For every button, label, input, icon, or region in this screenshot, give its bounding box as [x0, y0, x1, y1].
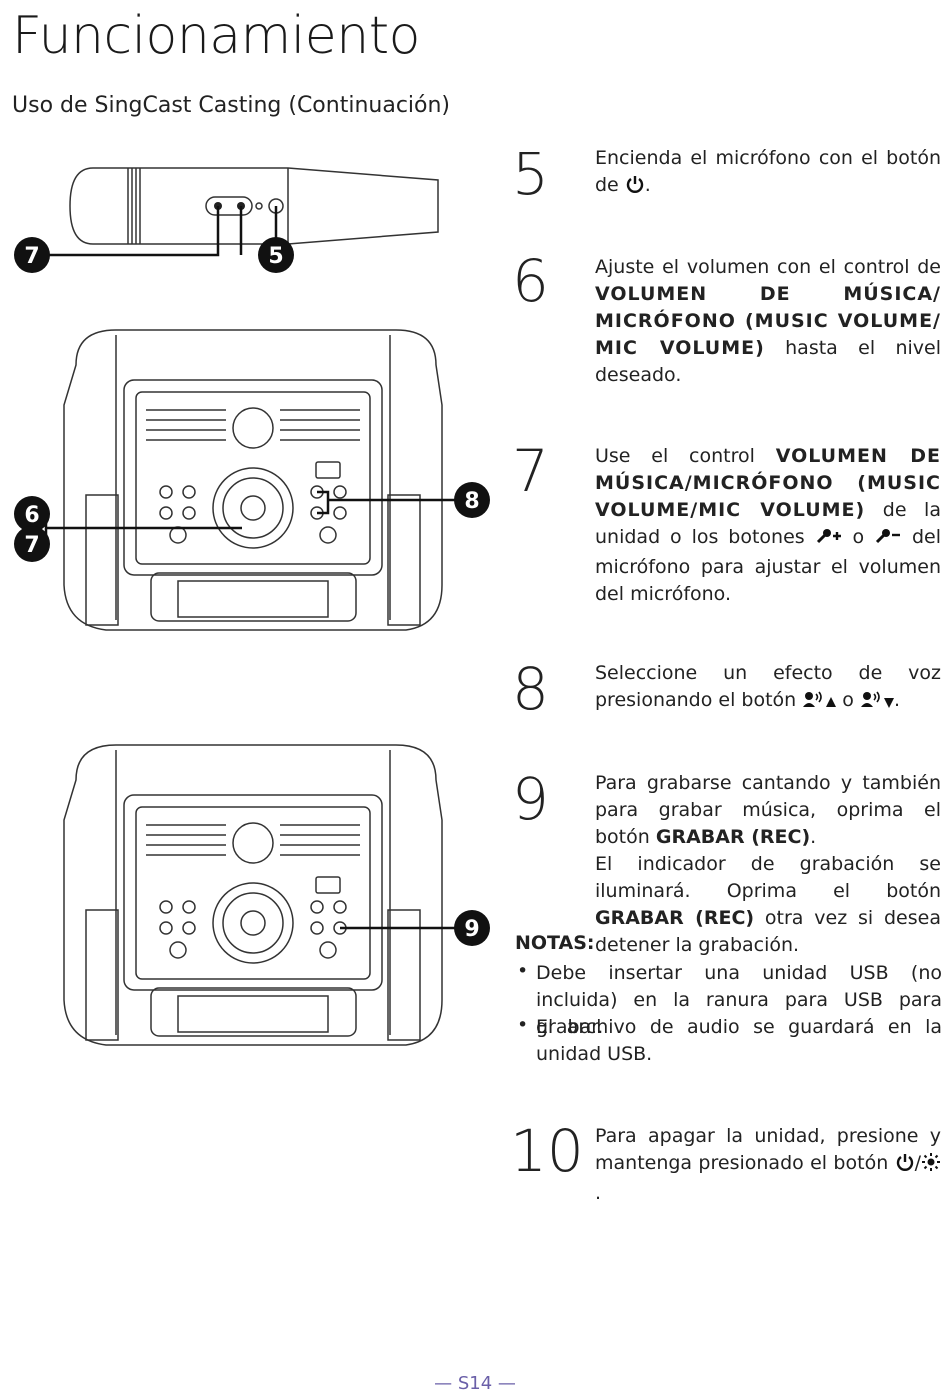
- callout-8: 8: [464, 489, 479, 514]
- callout-6: 6: [24, 503, 39, 528]
- step-number-7: 7: [512, 437, 549, 505]
- note-item-1: Debe insertar una unidad USB (no incluid…: [536, 962, 942, 1038]
- step-number-5: 5: [512, 140, 549, 208]
- page-number: — S14 —: [434, 1373, 516, 1394]
- section-subtitle: Uso de SingCast Casting (Continuación): [12, 93, 451, 118]
- mic-volume-down-icon: [874, 527, 902, 554]
- step-number-9: 9: [512, 765, 549, 833]
- notes-heading: NOTAS:: [515, 932, 595, 954]
- step-number-10: 10: [510, 1117, 584, 1185]
- power-icon: [895, 1152, 915, 1180]
- note-bullet: •: [517, 1014, 529, 1036]
- step-number-8: 8: [512, 655, 549, 723]
- light-icon: [921, 1152, 941, 1180]
- callout-7-unit: 7: [24, 533, 39, 558]
- unit-illustration-top: 6 7 8: [14, 329, 490, 631]
- power-icon: [625, 174, 645, 202]
- callout-9: 9: [464, 917, 479, 942]
- callout-5: 5: [268, 244, 283, 269]
- note-bullet: •: [517, 960, 529, 982]
- page-title: Funcionamiento: [12, 6, 420, 66]
- callout-marker: [14, 237, 50, 273]
- callout-marker: [258, 237, 294, 273]
- step-9-text: Para grabarse cantando y también para gr…: [595, 772, 941, 956]
- step-5-text: Encienda el micrófono con el botón de .: [595, 145, 941, 202]
- step-7-text: Use el control VOLUMEN DE MÚSICA/MICRÓFO…: [595, 445, 941, 605]
- step-8-text: Seleccione un efecto de voz presionando …: [595, 660, 941, 717]
- microphone-illustration: 7 5: [14, 167, 439, 273]
- callout-7: 7: [24, 244, 39, 269]
- mic-volume-up-icon: [815, 527, 843, 554]
- note-item-2: El archivo de audio se guardará en la un…: [536, 1016, 942, 1065]
- step-number-6: 6: [512, 247, 549, 315]
- unit-illustration-bottom: 9: [63, 744, 490, 1046]
- step-6-text: Ajuste el volumen con el control de VOLU…: [595, 256, 941, 386]
- step-10-text: Para apagar la unidad, presione y manten…: [595, 1125, 941, 1204]
- voice-effect-down-icon: [860, 690, 894, 717]
- voice-effect-up-icon: [802, 690, 837, 717]
